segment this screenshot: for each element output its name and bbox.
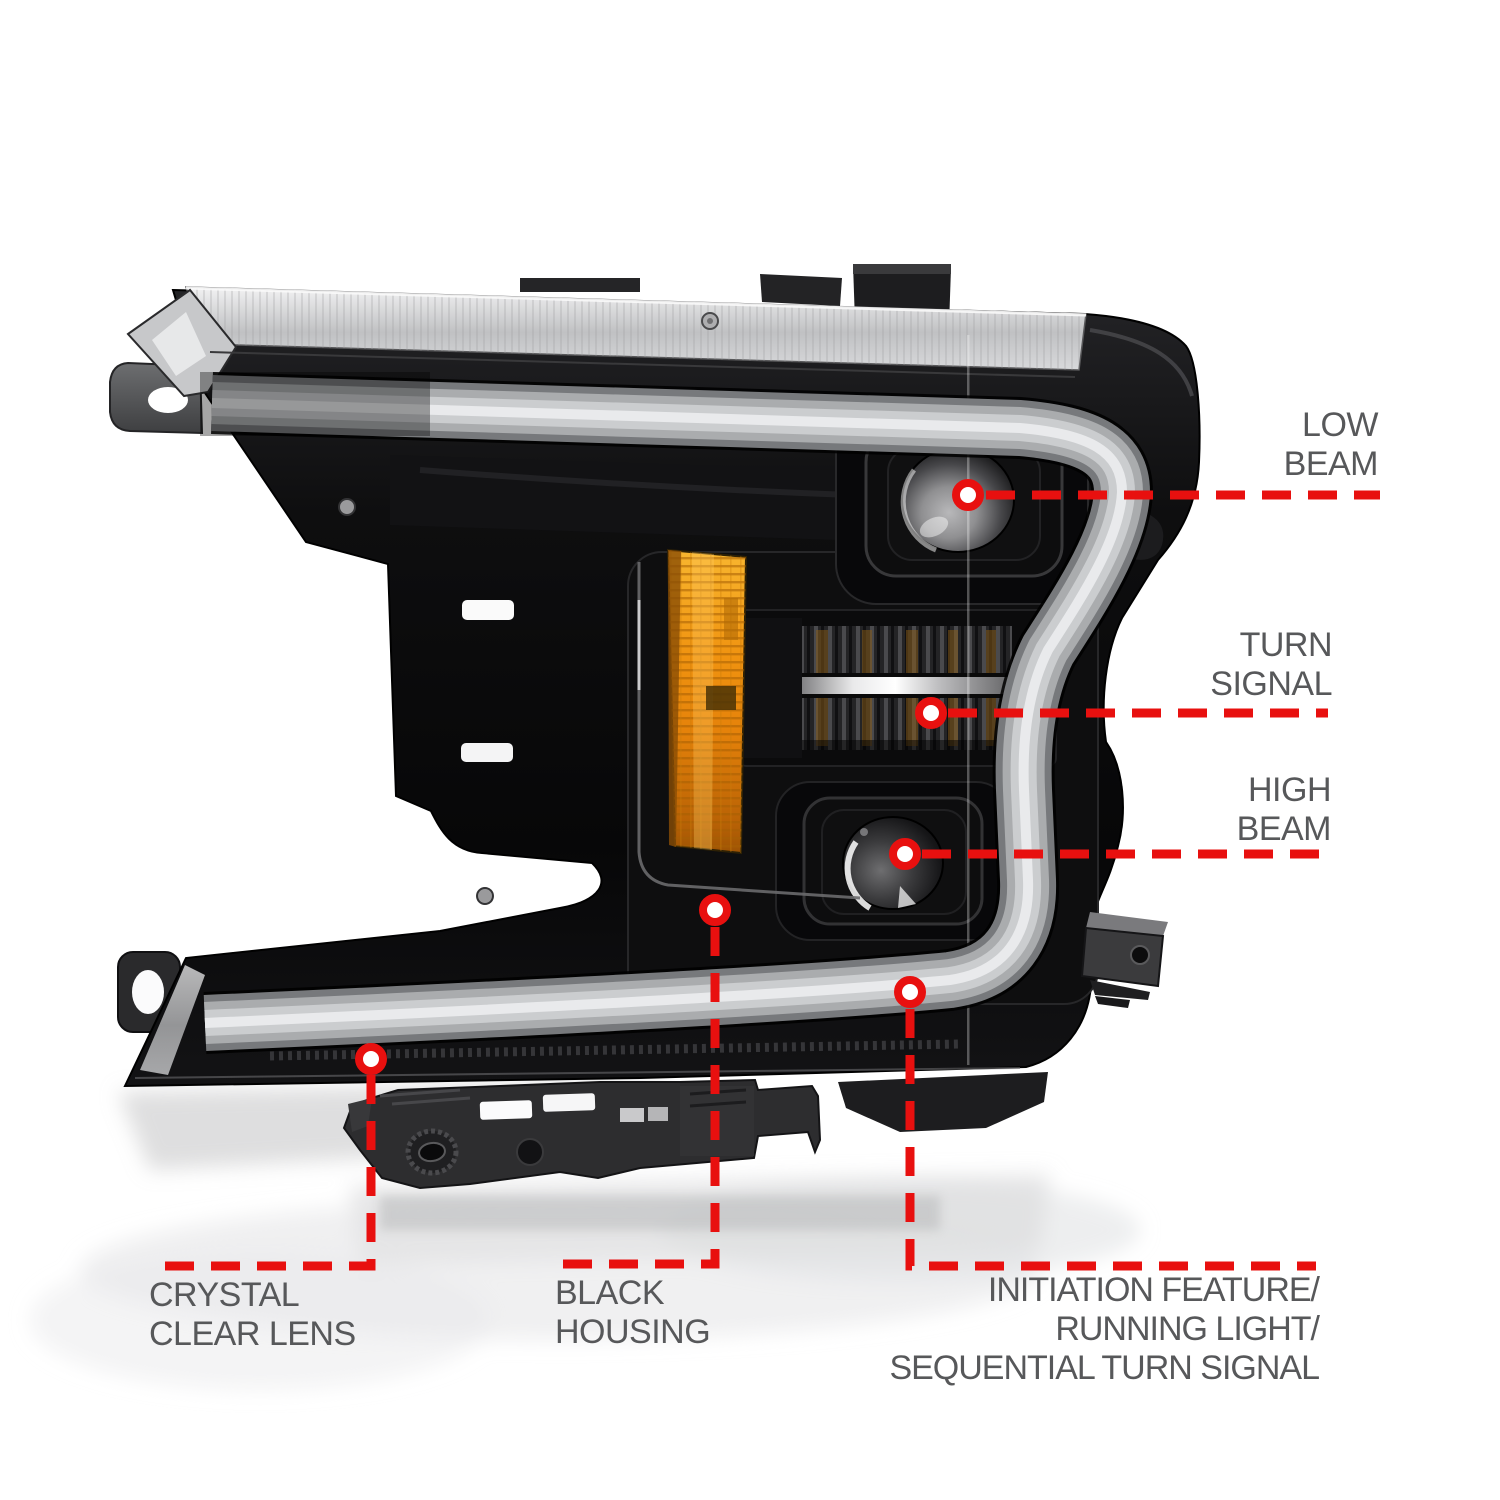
callout-line-crystal-clear-lens — [152, 1075, 376, 1271]
callout-dot-low-beam — [952, 479, 984, 511]
lens-seam-reflection — [967, 335, 970, 1065]
housing-slot-upper — [462, 600, 514, 620]
top-trim-strip — [520, 278, 640, 292]
turn-signal-left-tab — [742, 618, 802, 758]
bottom-mounting-bracket — [342, 1072, 1048, 1190]
lens-tip-streak — [140, 965, 205, 1075]
callout-line-initiation-feature — [905, 1009, 1316, 1271]
bracket-slot — [479, 1100, 533, 1120]
tab-hole — [148, 387, 188, 413]
drl-light-bar — [200, 372, 1153, 1054]
chrome-accents — [209, 328, 1194, 1065]
rivet — [338, 498, 356, 516]
turn-signal-assembly — [737, 609, 1057, 767]
callout-dot-turn-signal — [915, 697, 947, 729]
bracket-round-hole — [516, 1138, 544, 1166]
callout-label-high-beam: HIGH BEAM — [1236, 771, 1332, 848]
callout-dot-initiation-feature — [894, 976, 926, 1008]
bracket-slot-small — [648, 1107, 668, 1121]
hook-hole — [132, 970, 164, 1014]
housing-slot-lower — [461, 743, 513, 762]
callout-label-crystal-clear-lens: CRYSTAL CLEAR LENS — [149, 1276, 356, 1353]
right-mounting-bracket — [1080, 912, 1168, 1008]
callout-label-black-housing: BLACK HOUSING — [555, 1274, 711, 1351]
callout-label-turn-signal: TURN SIGNAL — [1210, 626, 1332, 703]
amber-side-reflector — [666, 548, 748, 855]
callout-label-low-beam: LOW BEAM — [1283, 406, 1379, 483]
drl-dark-left-end — [200, 372, 430, 436]
bottom-lens-serration — [269, 1039, 961, 1061]
bracket-hole — [1130, 945, 1150, 965]
bracket-reflection — [380, 1196, 940, 1230]
callout-dots — [355, 479, 984, 1075]
callout-dot-high-beam — [889, 838, 921, 870]
bottom-lens-edge-highlight — [134, 1067, 1021, 1079]
callout-line-black-housing — [558, 927, 720, 1269]
bracket-slot-small — [620, 1108, 644, 1122]
callout-label-initiation-feature: INITIATION FEATURE/ RUNNING LIGHT/ SEQUE… — [889, 1271, 1320, 1387]
top-lens-strip — [184, 286, 1087, 371]
bracket-slot — [542, 1093, 596, 1112]
callout-dot-crystal-clear-lens — [355, 1043, 387, 1075]
turn-signal-chrome-stripe — [800, 677, 1012, 694]
rivet — [476, 887, 494, 905]
callout-dot-black-housing — [699, 894, 731, 926]
top-tab-small — [760, 274, 842, 306]
top-left-lens-tip — [126, 288, 238, 398]
callout-lines — [152, 490, 1380, 1271]
